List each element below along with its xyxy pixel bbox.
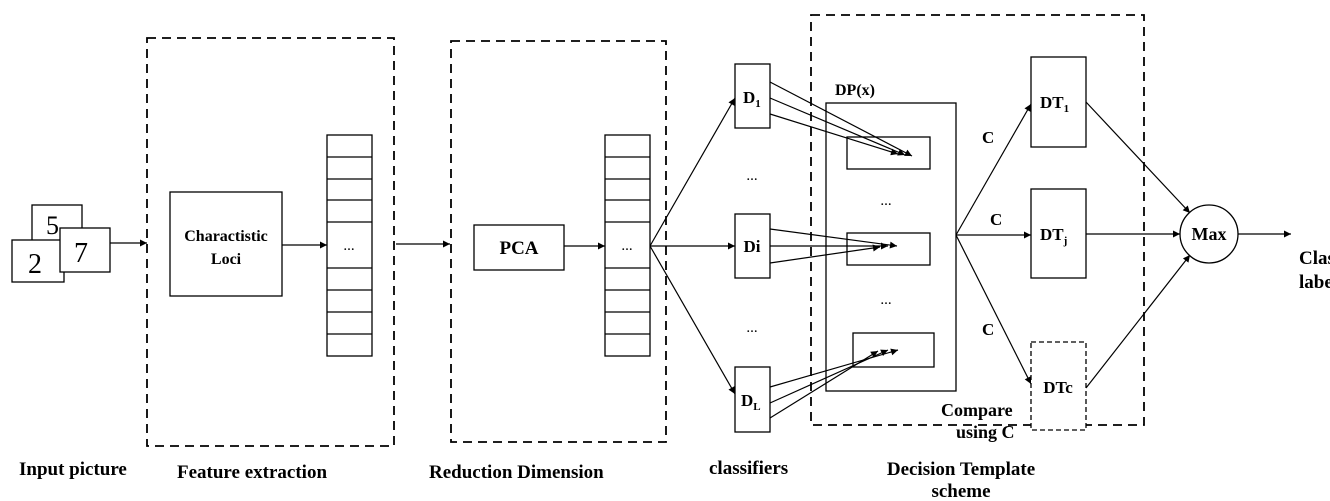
class-label-2: label — [1299, 272, 1330, 293]
digit-image-bottom-right — [59, 227, 111, 273]
arrow-dtc-to-max — [1085, 254, 1191, 389]
compare-label-2: using C — [956, 422, 1015, 442]
digit-top: 5 — [46, 211, 59, 240]
feature-vector-dots: ... — [343, 238, 354, 254]
arrow-di-dp-1 — [769, 228, 898, 249]
pca-label: PCA — [499, 238, 538, 259]
arrow-to-dl — [649, 245, 736, 395]
arrow-d1-dp-3 — [769, 113, 899, 156]
decision-template-label-2: scheme — [931, 481, 990, 501]
arrow-d1-dp-1 — [769, 81, 913, 157]
compare-label-1: Compare — [941, 400, 1013, 420]
classifiers-dots-bottom: ... — [746, 320, 757, 336]
classifier-di-box — [734, 213, 771, 279]
classifier-d1-box — [734, 63, 771, 129]
arrow-dl-dp-2 — [769, 349, 889, 404]
max-label: Max — [1192, 224, 1227, 244]
charactistic-loci-label-2: Loci — [211, 251, 242, 268]
arrow-dp-to-dtc — [955, 234, 1032, 385]
reduction-dimension-region — [450, 40, 667, 443]
charactistic-loci-label-1: Charactistic — [184, 228, 268, 245]
dp-label: DP(x) — [835, 82, 875, 99]
arrow-dl-dp-3 — [769, 350, 879, 419]
pca-vector-dots: ... — [621, 238, 632, 254]
classifier-dl-label: DL — [741, 391, 761, 413]
classifier-di-label: Di — [744, 237, 761, 256]
decision-template-region — [810, 14, 1145, 426]
dtj-box — [1030, 188, 1087, 279]
arrow-to-d1 — [649, 97, 736, 247]
dtj-label: DTj — [1040, 225, 1067, 247]
dp-row-mid — [846, 232, 931, 266]
c-label-bottom: C — [982, 320, 994, 339]
decision-template-label-1: Decision Template — [887, 459, 1035, 480]
reduction-dimension-label: Reduction Dimension — [429, 462, 604, 483]
feature-extraction-label: Feature extraction — [177, 462, 327, 483]
charactistic-loci-box — [169, 191, 283, 297]
arrow-d1-dp-2 — [769, 97, 906, 156]
digit-bottom-right: 7 — [74, 238, 88, 269]
classifier-dl-box — [734, 366, 771, 433]
arrow-dp-to-dt1 — [955, 103, 1032, 236]
input-picture-label: Input picture — [19, 459, 127, 480]
dp-dots-bottom: ... — [880, 292, 891, 308]
dp-dots-top: ... — [880, 193, 891, 209]
digit-image-bottom-left — [11, 239, 65, 283]
c-label-top: C — [982, 128, 994, 147]
dtc-box — [1030, 341, 1087, 431]
dtc-label: DTc — [1043, 378, 1073, 397]
arrow-di-dp-3 — [769, 244, 881, 264]
class-label-1: Class — [1299, 248, 1330, 269]
digit-bottom-left: 2 — [28, 249, 42, 280]
feature-vector — [326, 134, 373, 357]
dp-row-bottom — [852, 332, 935, 368]
pca-box — [473, 224, 565, 271]
dt1-label: DT1 — [1040, 93, 1069, 115]
c-label-mid: C — [990, 210, 1002, 229]
classifiers-label: classifiers — [709, 458, 788, 479]
arrow-dt1-to-max — [1085, 101, 1191, 214]
feature-extraction-region — [146, 37, 395, 447]
classifier-d1-label: D1 — [743, 88, 761, 110]
pca-vector — [604, 134, 651, 357]
classifiers-dots-top: ... — [746, 168, 757, 184]
input-picture-images: 5 2 7 — [11, 204, 111, 283]
